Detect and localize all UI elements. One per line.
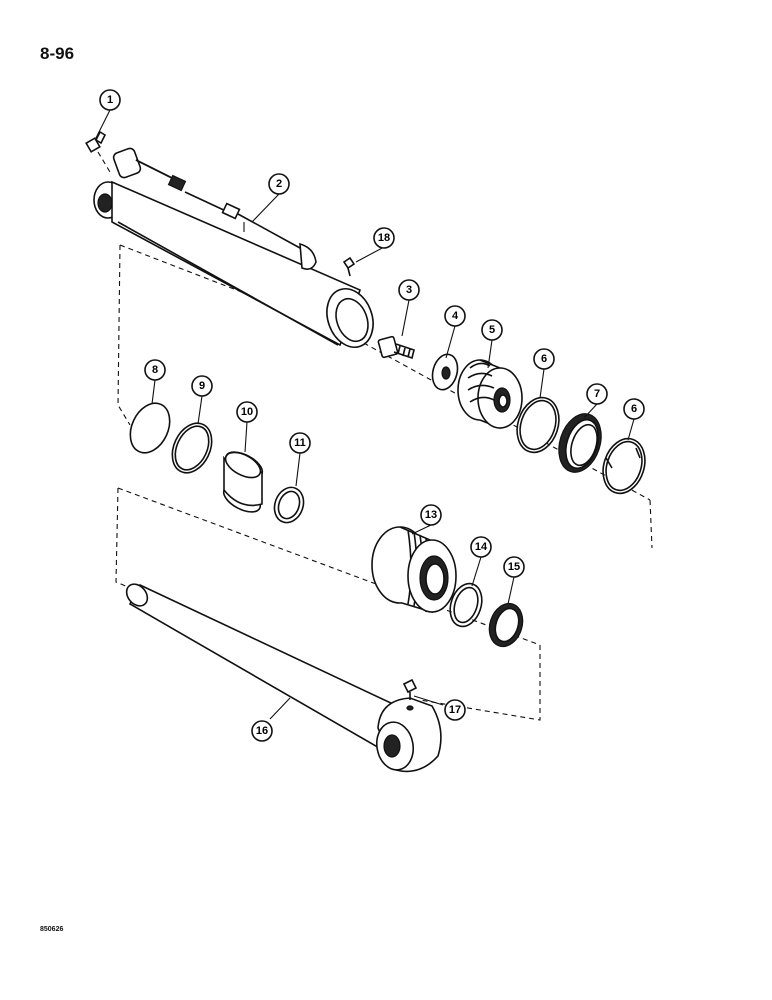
callout-9: 9	[191, 375, 213, 397]
piston-seal	[558, 413, 602, 473]
svg-text:6: 6	[541, 353, 547, 365]
callout-8: 8	[144, 359, 166, 381]
bolt	[377, 335, 415, 360]
piston-ring-b	[602, 437, 646, 495]
rod-seal	[449, 582, 483, 628]
o-ring	[129, 402, 171, 454]
grease-fitting-top	[85, 130, 111, 173]
svg-text:7: 7	[594, 388, 600, 400]
callout-7: 7	[586, 383, 608, 405]
svg-text:8: 8	[152, 364, 158, 376]
svg-text:15: 15	[508, 561, 520, 573]
callout-6a: 6	[533, 348, 555, 370]
cylinder-tube	[93, 147, 374, 348]
svg-text:16: 16	[256, 725, 268, 737]
callout-10: 10	[236, 401, 258, 423]
grease-fitting-rod	[402, 678, 418, 700]
backup-ring	[171, 422, 213, 474]
callout-14: 14	[470, 536, 492, 558]
svg-text:9: 9	[199, 380, 205, 392]
svg-text:3: 3	[406, 284, 412, 296]
callout-6b: 6	[623, 398, 645, 420]
piston-ring-a	[516, 396, 560, 454]
wiper-seal	[488, 602, 524, 648]
callout-2: 2	[268, 173, 290, 195]
svg-text:18: 18	[378, 232, 390, 244]
grease-fitting-tube	[342, 256, 356, 277]
svg-text:10: 10	[241, 406, 253, 418]
svg-text:4: 4	[452, 310, 459, 322]
assembly-dashed-lines	[115, 244, 653, 721]
callout-3: 3	[398, 279, 420, 301]
callout-15: 15	[503, 556, 525, 578]
svg-text:11: 11	[294, 437, 306, 449]
svg-text:17: 17	[449, 704, 461, 716]
bushing	[222, 451, 264, 513]
svg-text:1: 1	[107, 94, 113, 106]
callout-13: 13	[420, 504, 442, 526]
washer	[431, 353, 459, 391]
leader-lines	[95, 109, 635, 720]
callout-11: 11	[289, 432, 311, 454]
callout-1: 1	[99, 89, 121, 111]
piston-rod	[125, 583, 442, 773]
callout-4: 4	[444, 305, 466, 327]
svg-text:2: 2	[276, 178, 282, 190]
svg-text:13: 13	[425, 509, 437, 521]
svg-text:6: 6	[631, 403, 637, 415]
callout-17: 17	[444, 699, 466, 721]
svg-text:5: 5	[489, 324, 495, 336]
callout-16: 16	[251, 720, 273, 742]
svg-text:14: 14	[475, 541, 488, 553]
drawing-code: 850626	[40, 926, 64, 933]
rod-washer	[273, 486, 305, 524]
piston	[457, 359, 523, 430]
gland	[371, 526, 457, 614]
callout-18: 18	[373, 227, 395, 249]
callout-5: 5	[481, 319, 503, 341]
page-number: 8-96	[40, 44, 75, 63]
